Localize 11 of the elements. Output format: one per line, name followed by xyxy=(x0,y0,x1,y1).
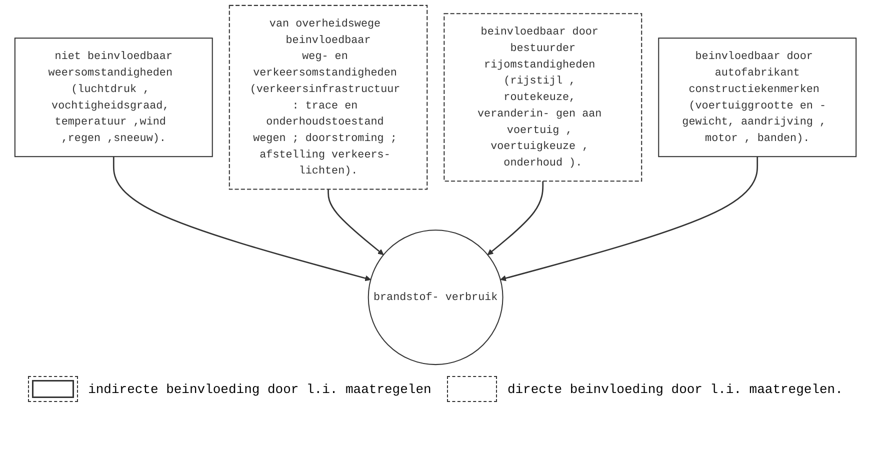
node-box: niet beinvloedbaar weersomstandigheden (luchtdruk , vochtigheidsgraad, temperatuur ,wind ,regen ,sneeuw). xyxy=(14,38,213,158)
node-box: beinvloedbaar door bestuurder rijomstandigheden (rijstijl , routekeuze, veranderin- gen aan voertuig , voertuigkeuze , onderhoud ). xyxy=(444,13,642,182)
legend-text: indirecte beinvloeding door l.i. maatregelen xyxy=(88,382,432,396)
arrow xyxy=(328,189,384,256)
node-circle: brandstof- verbruik xyxy=(368,230,504,366)
arrow xyxy=(500,156,758,282)
arrow xyxy=(487,181,544,256)
arrow xyxy=(112,156,371,282)
node-box: van overheidswege beinvloedbaar weg- en verkeersomstandigheden (verkeersinfrastructuur : trace en onderhoudstoestand wegen ; doorstroming ; afstelling verkeers- lichten). xyxy=(228,4,428,190)
legend-text: directe beinvloeding door l.i. maatregelen. xyxy=(507,382,843,396)
node-box: beinvloedbaar door autofabrikant constructiekenmerken (voertuiggrootte en -gewicht, aandrijving , motor , banden). xyxy=(658,38,857,158)
